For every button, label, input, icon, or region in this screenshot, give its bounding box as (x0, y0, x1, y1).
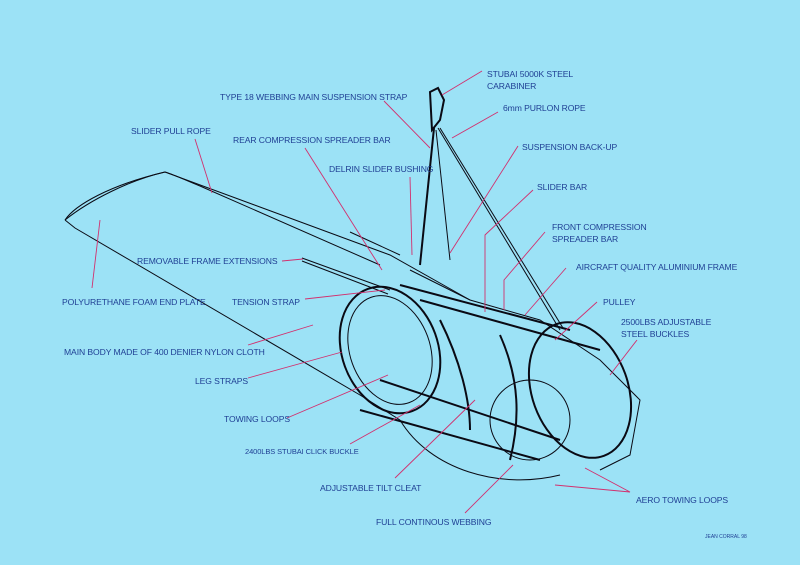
label-steel-buckles: 2500LBS ADJUSTABLE (621, 317, 712, 327)
label-steel-buckles-2: STEEL BUCKLES (621, 329, 689, 339)
label-main-body: MAIN BODY MADE OF 400 DENIER NYLON CLOTH (64, 347, 265, 357)
label-slider-bar: SLIDER BAR (537, 182, 587, 192)
label-frame-extensions: REMOVABLE FRAME EXTENSIONS (137, 256, 278, 266)
label-suspension-backup: SUSPENSION BACK-UP (522, 142, 618, 152)
label-carabiner: STUBAI 5000K STEEL (487, 69, 573, 79)
label-pulley: PULLEY (603, 297, 636, 307)
label-continuous-webbing: FULL CONTINOUS WEBBING (376, 517, 492, 527)
label-slider-pull-rope: SLIDER PULL ROPE (131, 126, 211, 136)
label-end-plate: POLYURETHANE FOAM END PLATE (62, 297, 206, 307)
label-towing-loops: TOWING LOOPS (224, 414, 290, 424)
label-carabiner-2: CARABINER (487, 81, 536, 91)
leader-lines (91, 70, 638, 514)
label-main-suspension-strap: TYPE 18 WEBBING MAIN SUSPENSION STRAP (220, 92, 408, 102)
label-delrin-bushing: DELRIN SLIDER BUSHING (329, 164, 434, 174)
label-purlon-rope: 6mm PURLON ROPE (503, 103, 586, 113)
label-click-buckle: 2400LBS STUBAI CLICK BUCKLE (245, 447, 359, 456)
label-rear-spreader-bar: REAR COMPRESSION SPREADER BAR (233, 135, 391, 145)
label-leg-straps: LEG STRAPS (195, 376, 248, 386)
author-signature: JEAN CORRAL 98 (705, 534, 747, 540)
label-tension-strap: TENSION STRAP (232, 297, 300, 307)
label-front-spreader-bar: FRONT COMPRESSION (552, 222, 647, 232)
label-tilt-cleat: ADJUSTABLE TILT CLEAT (320, 483, 422, 493)
label-aero-towing-loops: AERO TOWING LOOPS (636, 495, 728, 505)
labels: STUBAI 5000K STEEL CARABINER TYPE 18 WEB… (62, 69, 747, 540)
label-aluminium-frame: AIRCRAFT QUALITY ALUMINIUM FRAME (576, 262, 738, 272)
label-front-spreader-bar-2: SPREADER BAR (552, 234, 618, 244)
